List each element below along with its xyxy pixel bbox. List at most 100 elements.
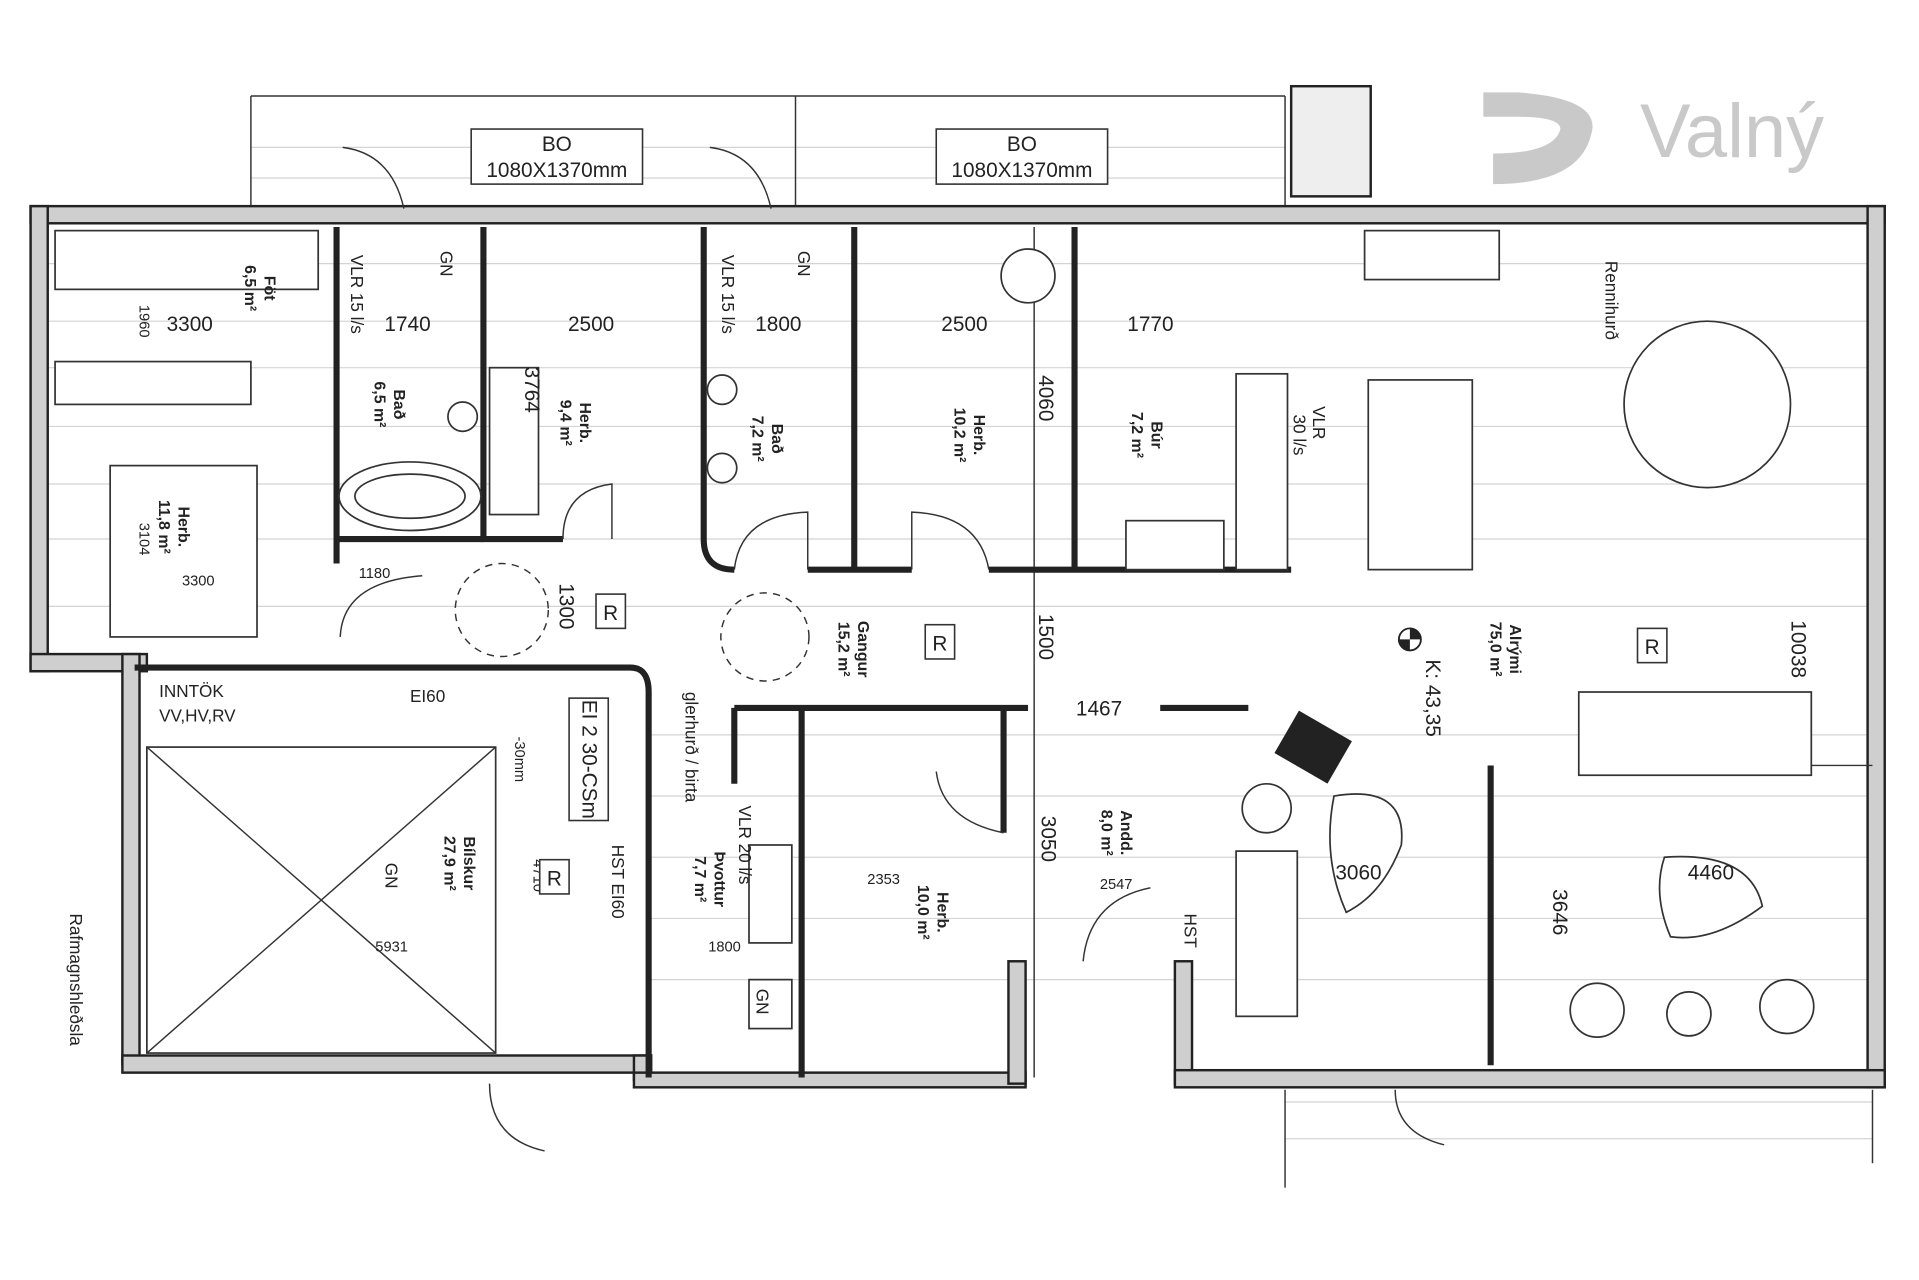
dimension-label: 1770 <box>1127 313 1173 336</box>
room-name: Alrými <box>1506 624 1523 674</box>
window-tag-2: BO 1080X1370mm <box>935 128 1109 185</box>
dimension-label: 2547 <box>1100 877 1133 893</box>
room-name: Föt <box>260 276 277 301</box>
dimension-label: 2500 <box>941 313 987 336</box>
room-herb-2: Herb.10,2 m² <box>951 408 988 463</box>
horizontal-dimensions: 3300 1740 2500 1800 2500 1770 1180 1467 … <box>167 313 1735 955</box>
room-area: 8,0 m² <box>1097 810 1114 856</box>
dimension-label: 1960 <box>136 305 152 338</box>
ventilation-labels: VLR 15 l/s VLR 15 l/s VLR 30 l/s VLR 20 … <box>347 255 1329 885</box>
logo-text: Valný <box>1640 89 1824 174</box>
dimension-label: 3104 <box>136 523 152 556</box>
gn-label: GN <box>382 863 402 889</box>
annotations: Rennihurð INNTÖK VV,HV,RV EI60 EI 2 30-C… <box>66 261 1622 1046</box>
room-area: 10,0 m² <box>914 885 931 940</box>
r-marker: R <box>1645 636 1660 659</box>
elevation-marker: K: 43,35 <box>1397 627 1444 737</box>
room-name: Bað <box>768 424 785 454</box>
vertical-dimensions: 1960 3764 4060 1300 1500 10038 3050 3646… <box>136 305 1810 936</box>
r-marker: R <box>603 602 618 625</box>
room-name: Bað <box>390 389 407 419</box>
room-name: Herb. <box>175 506 192 547</box>
door-rating-label: EI 2 30-CSm <box>578 700 601 819</box>
dimension-label: 1300 <box>554 583 577 629</box>
sliding-door-label: Rennihurð <box>1602 261 1622 340</box>
exterior-walls <box>29 84 1886 1089</box>
room-herb-1: Herb.9,4 m² <box>557 400 594 446</box>
inntok-label: INNTÖK <box>159 681 224 701</box>
dimension-label: 3300 <box>182 574 215 590</box>
glass-door-label: glerhurð / birta <box>681 692 701 803</box>
hst-ei60-label: HST EI60 <box>608 845 628 919</box>
gn-label: GN <box>752 989 772 1015</box>
room-name: Herb. <box>970 415 987 456</box>
window-label: BO <box>542 133 572 156</box>
window-size: 1080X1370mm <box>486 159 627 182</box>
dimension-label: 1740 <box>384 313 430 336</box>
ventilation-label: 30 l/s <box>1290 415 1310 456</box>
ventilation-label: VLR 15 l/s <box>718 255 738 334</box>
furniture <box>54 229 1815 1054</box>
r-markers: R R R R <box>538 593 1668 895</box>
r-marker: R <box>932 632 947 655</box>
dimension-label: 1467 <box>1076 697 1122 720</box>
dimension-label: 3060 <box>1335 861 1381 884</box>
ventilation-label: VLR <box>1309 406 1329 439</box>
room-name: Bílskur <box>460 836 477 890</box>
window-size: 1080X1370mm <box>951 159 1092 182</box>
gn-label: GN <box>437 251 457 277</box>
fire-rating-label: EI60 <box>410 686 445 706</box>
dimension-label: 1800 <box>755 313 801 336</box>
room-name: Andd. <box>1117 810 1134 855</box>
dimension-label: 10038 <box>1787 620 1810 678</box>
inntok-sub-label: VV,HV,RV <box>159 705 236 725</box>
room-name: Herb. <box>576 402 593 443</box>
room-area: 75,0 m² <box>1487 622 1504 677</box>
dimension-label: 3646 <box>1548 889 1571 935</box>
room-name: Gangur <box>854 621 871 678</box>
room-herb-4: Herb.10,0 m² <box>914 885 951 940</box>
window-tag-1: BO 1080X1370mm <box>470 128 644 185</box>
room-name: Búr <box>1148 421 1165 448</box>
window-label: BO <box>1007 133 1037 156</box>
room-area: 6,5 m² <box>241 265 258 311</box>
room-area: 27,9 m² <box>440 836 457 891</box>
room-name: Þvottur <box>711 851 728 907</box>
room-area: 15,2 m² <box>834 622 851 677</box>
dimension-label: 3050 <box>1036 816 1059 862</box>
dimension-label: 4460 <box>1688 861 1734 884</box>
room-area: 9,4 m² <box>557 400 574 446</box>
door-swings <box>339 146 1445 1152</box>
ventilation-label: VLR 20 l/s <box>735 805 755 884</box>
room-area: 7,7 m² <box>691 856 708 902</box>
room-herb-3: Herb.11,8 m² <box>155 500 192 554</box>
room-name: Herb. <box>933 892 950 933</box>
dimension-label: -30mm <box>511 736 527 782</box>
ev-charging-label: Rafmagnshleðsla <box>66 913 86 1046</box>
dimension-label: 3300 <box>167 313 213 336</box>
room-area: 10,2 m² <box>951 408 968 463</box>
dimension-label: 4060 <box>1034 375 1057 421</box>
hst-label: HST <box>1181 914 1201 949</box>
room-andd: Andd.8,0 m² <box>1097 810 1134 856</box>
gn-labels: GN GN GN GN <box>382 251 814 1015</box>
dimension-label: 2353 <box>867 872 900 888</box>
valny-logo: Valný <box>1483 89 1824 185</box>
dimension-label: 1800 <box>708 939 741 955</box>
room-area: 7,2 m² <box>1128 412 1145 458</box>
dimension-label: 5931 <box>375 939 408 955</box>
dimension-label: 1180 <box>359 566 391 582</box>
r-marker: R <box>547 867 562 890</box>
room-area: 6,5 m² <box>370 381 387 427</box>
elevation-label: K: 43,35 <box>1421 659 1444 736</box>
